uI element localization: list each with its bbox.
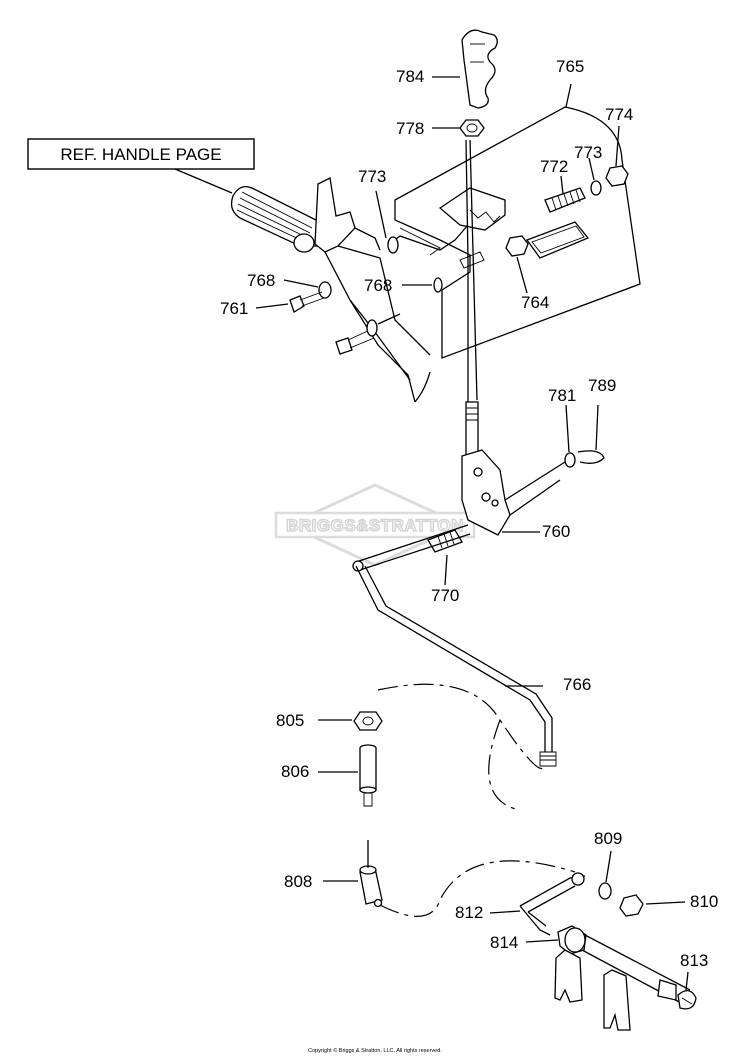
copyright-notice: Copyright © Briggs & Stratton, LLC. All … — [308, 1047, 442, 1054]
callout-806: 806 — [281, 762, 309, 781]
callout-810: 810 — [690, 892, 718, 911]
shifter-shaft — [581, 934, 691, 1005]
callout-781: 781 — [548, 386, 576, 405]
shift-fork-left — [554, 949, 583, 1003]
nut-810 — [619, 894, 644, 917]
callout-778: 778 — [396, 119, 424, 138]
washer-773-left — [354, 227, 399, 254]
washer-809 — [598, 882, 612, 900]
swivel-808 — [359, 840, 383, 908]
shift-knob — [461, 29, 498, 109]
callout-774: 774 — [605, 105, 633, 124]
watermark-text: BRIGGS&STRATTON — [286, 516, 464, 535]
cover-plate — [394, 106, 641, 359]
washer-781 — [564, 452, 576, 468]
connection-line-upper — [377, 683, 546, 770]
shifter-arm-812 — [519, 872, 586, 936]
callout-789: 789 — [588, 376, 616, 395]
callout-805: 805 — [276, 711, 304, 730]
rod-766 — [352, 524, 557, 767]
callout-766: 766 — [563, 675, 591, 694]
connection-line-lower — [379, 860, 576, 917]
reference-box: REF. HANDLE PAGE — [27, 138, 255, 194]
callout-772: 772 — [540, 157, 568, 176]
callout-773-left: 773 — [358, 167, 386, 186]
callout-813: 813 — [680, 951, 708, 970]
shift-rod-upper — [391, 139, 506, 401]
callout-labels: 784 765 778 774 773 773 772 768 768 764 … — [220, 57, 718, 970]
callout-768-left: 768 — [247, 271, 275, 290]
callout-808: 808 — [284, 872, 312, 891]
leader-lines — [255, 76, 689, 991]
coupler-806 — [359, 744, 377, 807]
spring-772 — [544, 187, 586, 213]
watermark: BRIGGS&STRATTON — [274, 483, 476, 567]
cotter-pin-789 — [577, 450, 605, 464]
washer-768-upper — [433, 277, 443, 293]
nut-774 — [605, 165, 629, 187]
shift-fork-right — [603, 969, 631, 1031]
connection-line-mid — [488, 719, 521, 811]
clip-813 — [677, 990, 697, 1010]
nut-778 — [459, 119, 485, 137]
bolt-lower — [335, 313, 401, 355]
callout-814: 814 — [490, 933, 518, 952]
callout-761: 761 — [220, 299, 248, 318]
callout-768-right: 768 — [364, 276, 392, 295]
nut-764 — [505, 235, 529, 257]
callout-809: 809 — [594, 829, 622, 848]
reference-box-label: REF. HANDLE PAGE — [60, 145, 221, 164]
callout-770: 770 — [431, 586, 459, 605]
bracket-760 — [461, 449, 566, 536]
callout-784: 784 — [396, 67, 424, 86]
callout-812: 812 — [455, 903, 483, 922]
washer-773-right — [590, 180, 602, 196]
callout-760: 760 — [542, 522, 570, 541]
spacer-770 — [427, 529, 463, 553]
callout-765: 765 — [556, 57, 584, 76]
collar-814 — [557, 925, 587, 955]
washer-768-lower — [318, 281, 332, 299]
callout-764: 764 — [521, 293, 549, 312]
nut-805 — [353, 711, 383, 731]
bolt-761 — [289, 291, 325, 313]
shift-lever-assembly — [230, 177, 431, 403]
callout-773-right: 773 — [574, 143, 602, 162]
